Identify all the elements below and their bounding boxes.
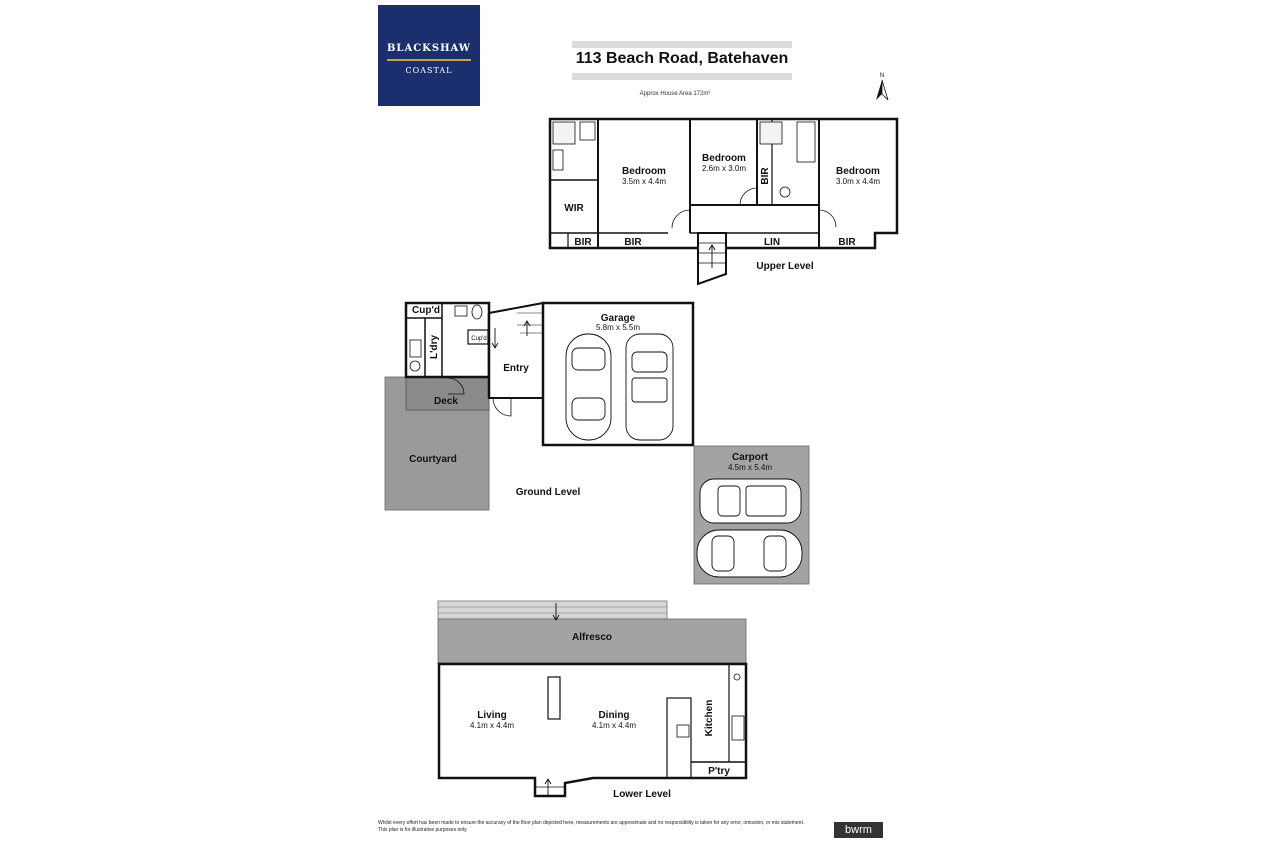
north-arrow-icon: N xyxy=(876,73,889,101)
car-icon-carport-top xyxy=(699,478,802,524)
dining-label: Dining xyxy=(598,710,629,721)
bwrm-logo: bwrm xyxy=(834,822,883,838)
bedroom1-dim: 3.5m x 4.4m xyxy=(622,177,666,186)
lower-level xyxy=(437,600,748,798)
car-icon-garage-left xyxy=(565,333,612,441)
north-label: N xyxy=(880,73,884,79)
lin-label: LIN xyxy=(764,237,780,248)
entry-label: Entry xyxy=(503,363,529,374)
disclaimer: Whilst every effort has been made to ens… xyxy=(378,820,838,834)
lower-level-label: Lower Level xyxy=(613,789,671,800)
car-icon-garage-right xyxy=(625,333,674,441)
disclaimer-line1: Whilst every effort has been made to ens… xyxy=(378,820,805,826)
garage-label: Garage xyxy=(601,313,636,324)
logo-line2: COASTAL xyxy=(405,66,453,75)
lower-labels: Alfresco Living 4.1m x 4.4m Dining 4.1m … xyxy=(470,632,730,800)
bedroom1-label: Bedroom xyxy=(622,166,666,177)
logo-line1: BLACKSHAW xyxy=(386,43,472,54)
ground-level-label: Ground Level xyxy=(516,487,581,498)
agency-logo: BLACKSHAW COASTAL xyxy=(378,5,480,106)
bir-label-3: BIR xyxy=(838,237,856,248)
wir-label: WIR xyxy=(564,203,584,214)
disclaimer-line2: This plan is for illustrative purposes o… xyxy=(378,827,468,833)
alfresco-label: Alfresco xyxy=(572,632,612,643)
carport-dim: 4.5m x 5.4m xyxy=(728,463,772,472)
upper-labels: Bedroom 3.5m x 4.4m Bedroom 2.6m x 3.0m … xyxy=(564,153,880,272)
bir-label-1: BIR xyxy=(574,237,592,248)
cupd-small-label: Cup'd xyxy=(471,336,487,342)
carport-label: Carport xyxy=(732,452,769,463)
living-dim: 4.1m x 4.4m xyxy=(470,721,514,730)
bedroom2-dim: 2.6m x 3.0m xyxy=(702,164,746,173)
courtyard-label: Courtyard xyxy=(409,454,457,465)
title-bar-bottom xyxy=(572,73,792,80)
bedroom3-dim: 3.0m x 4.4m xyxy=(836,177,880,186)
dining-dim: 4.1m x 4.4m xyxy=(592,721,636,730)
deck-label: Deck xyxy=(434,396,458,407)
cupd-label: Cup'd xyxy=(412,305,440,316)
page-title: 113 Beach Road, Batehaven xyxy=(575,50,789,67)
kitchen-label: Kitchen xyxy=(704,700,715,737)
laundry-label: L'dry xyxy=(429,335,440,359)
pantry-label: P'try xyxy=(708,766,730,777)
bedroom3-label: Bedroom xyxy=(836,166,880,177)
upper-level-label: Upper Level xyxy=(756,261,813,272)
house-area: Approx House Area 172m² xyxy=(639,91,711,97)
bir-label-4: BIR xyxy=(760,167,771,185)
logo-divider xyxy=(387,59,471,61)
upper-level xyxy=(548,117,899,286)
ground-labels: Cup'd Cup'd L'dry Entry Deck Courtyard G… xyxy=(409,305,772,498)
title-bar-top xyxy=(572,41,792,48)
bir-label-2: BIR xyxy=(624,237,642,248)
bedroom2-label: Bedroom xyxy=(702,153,746,164)
garage-dim: 5.8m x 5.5m xyxy=(596,323,640,332)
car-icons xyxy=(565,333,803,578)
car-icon-carport-bottom xyxy=(696,529,803,578)
living-label: Living xyxy=(477,710,506,721)
